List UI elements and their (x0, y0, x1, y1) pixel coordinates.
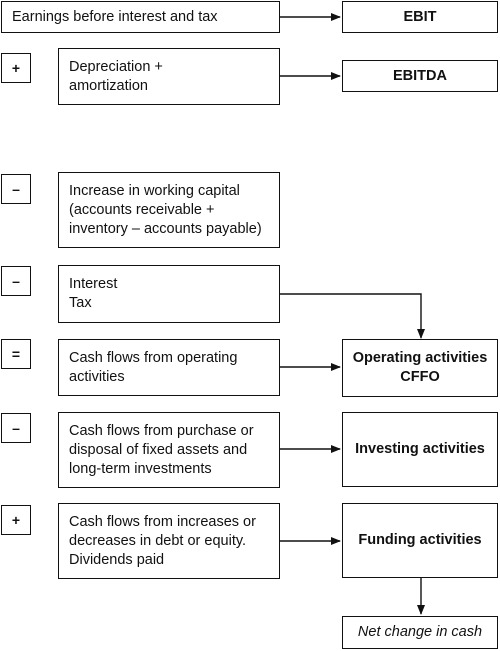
ebitda-description-box: Depreciation + amortization (58, 48, 280, 105)
interest-tax-line-1: Interest (69, 276, 118, 292)
arrow-interest-tax (280, 293, 425, 339)
investing-line-3: long-term investments (69, 460, 212, 477)
plus-sign-icon: + (11, 512, 21, 528)
investing-line-2: disposal of fixed assets and (69, 441, 248, 458)
ebit-line-1: Earnings before interest and tax (12, 8, 218, 25)
working-capital-description-box: Increase in working capital (accounts re… (58, 172, 280, 248)
funding-result-label: Funding activities (358, 532, 482, 548)
operating-sign-box: = (1, 339, 31, 369)
funding-description-box: Cash flows from increases or decreases i… (58, 503, 280, 579)
working-capital-line-1: Increase in working capital (69, 182, 240, 199)
funding-result-box: Funding activities (342, 503, 498, 578)
minus-sign-icon: – (12, 273, 20, 289)
ebitda-sign-box: + (1, 53, 31, 83)
ebitda-result-label: EBITDA (393, 67, 447, 84)
minus-sign-icon: – (12, 420, 20, 436)
funding-line-1: Cash flows from increases or (69, 513, 256, 530)
interest-tax-sign-box: – (1, 266, 31, 296)
minus-sign-icon: – (12, 181, 20, 197)
operating-line-1: Cash flows from operating (69, 349, 238, 366)
ebit-result-box: EBIT (342, 1, 498, 33)
equals-sign-icon: = (11, 346, 21, 362)
operating-description-box: Cash flows from operating activities (58, 339, 280, 396)
working-capital-line-3: inventory – accounts payable) (69, 220, 262, 237)
plus-sign-icon: + (11, 60, 21, 76)
ebit-description-box: Earnings before interest and tax (1, 1, 280, 33)
net-change-in-cash-label: Net change in cash (357, 624, 483, 640)
investing-line-1: Cash flows from purchase or (69, 422, 254, 439)
investing-result-label: Investing activities (355, 441, 485, 457)
working-capital-sign-box: – (1, 174, 31, 204)
operating-result-line-1: Operating activities (352, 350, 488, 366)
net-change-in-cash-box: Net change in cash (342, 616, 498, 649)
ebit-result-label: EBIT (403, 8, 437, 25)
working-capital-line-2: (accounts receivable + (69, 201, 215, 218)
operating-result-box: Operating activities CFFO (342, 339, 498, 397)
interest-tax-line-2: Tax (69, 295, 92, 311)
investing-sign-box: – (1, 413, 31, 443)
funding-sign-box: + (1, 505, 31, 535)
ebitda-result-box: EBITDA (342, 60, 498, 92)
operating-line-2: activities (69, 368, 125, 385)
investing-description-box: Cash flows from purchase or disposal of … (58, 412, 280, 488)
interest-tax-description-box: Interest Tax (58, 265, 280, 323)
investing-result-box: Investing activities (342, 412, 498, 487)
operating-result-line-2: CFFO (400, 369, 440, 385)
ebitda-line-2: amortization (69, 77, 148, 94)
ebitda-line-1: Depreciation + (69, 58, 163, 75)
funding-line-2: decreases in debt or equity. (69, 532, 247, 549)
funding-line-3: Dividends paid (69, 551, 165, 568)
